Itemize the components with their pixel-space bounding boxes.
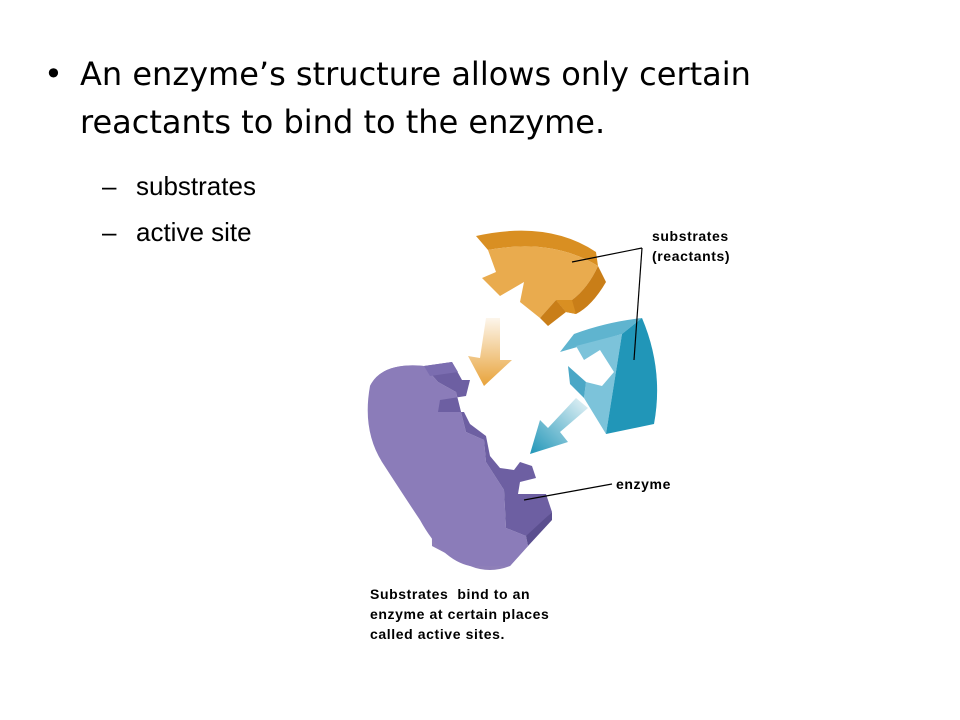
orange-arrow-icon [468,318,512,386]
orange-substrate [476,230,606,326]
enzyme-label: enzyme [616,476,671,492]
sub-bullet-active-site: –active site [102,216,252,248]
blue-arrow-icon [530,398,588,454]
sub-bullet-marker: – [102,217,117,247]
label-pointers [523,247,643,501]
figure-caption: Substrates bind to an enzyme at certain … [370,584,610,644]
enzyme-shape [367,362,552,570]
sub-bullet-marker: – [102,171,117,201]
caption-line1: Substrates bind to an [370,586,531,602]
substrates-label-line2: (reactants) [652,248,731,264]
main-bullet-text: An enzyme’s structure allows only certai… [80,55,751,141]
blue-substrate [560,318,658,434]
bullet-marker: • [44,55,63,93]
caption-line3: called active sites. [370,626,505,642]
sub-bullet-text: active site [136,217,252,247]
substrates-label: substrates (reactants) [652,226,762,266]
sub-bullet-text: substrates [136,171,256,201]
caption-line2: enzyme at certain places [370,606,550,622]
substrates-label-line1: substrates [652,228,729,244]
sub-bullet-substrates: –substrates [102,170,256,202]
